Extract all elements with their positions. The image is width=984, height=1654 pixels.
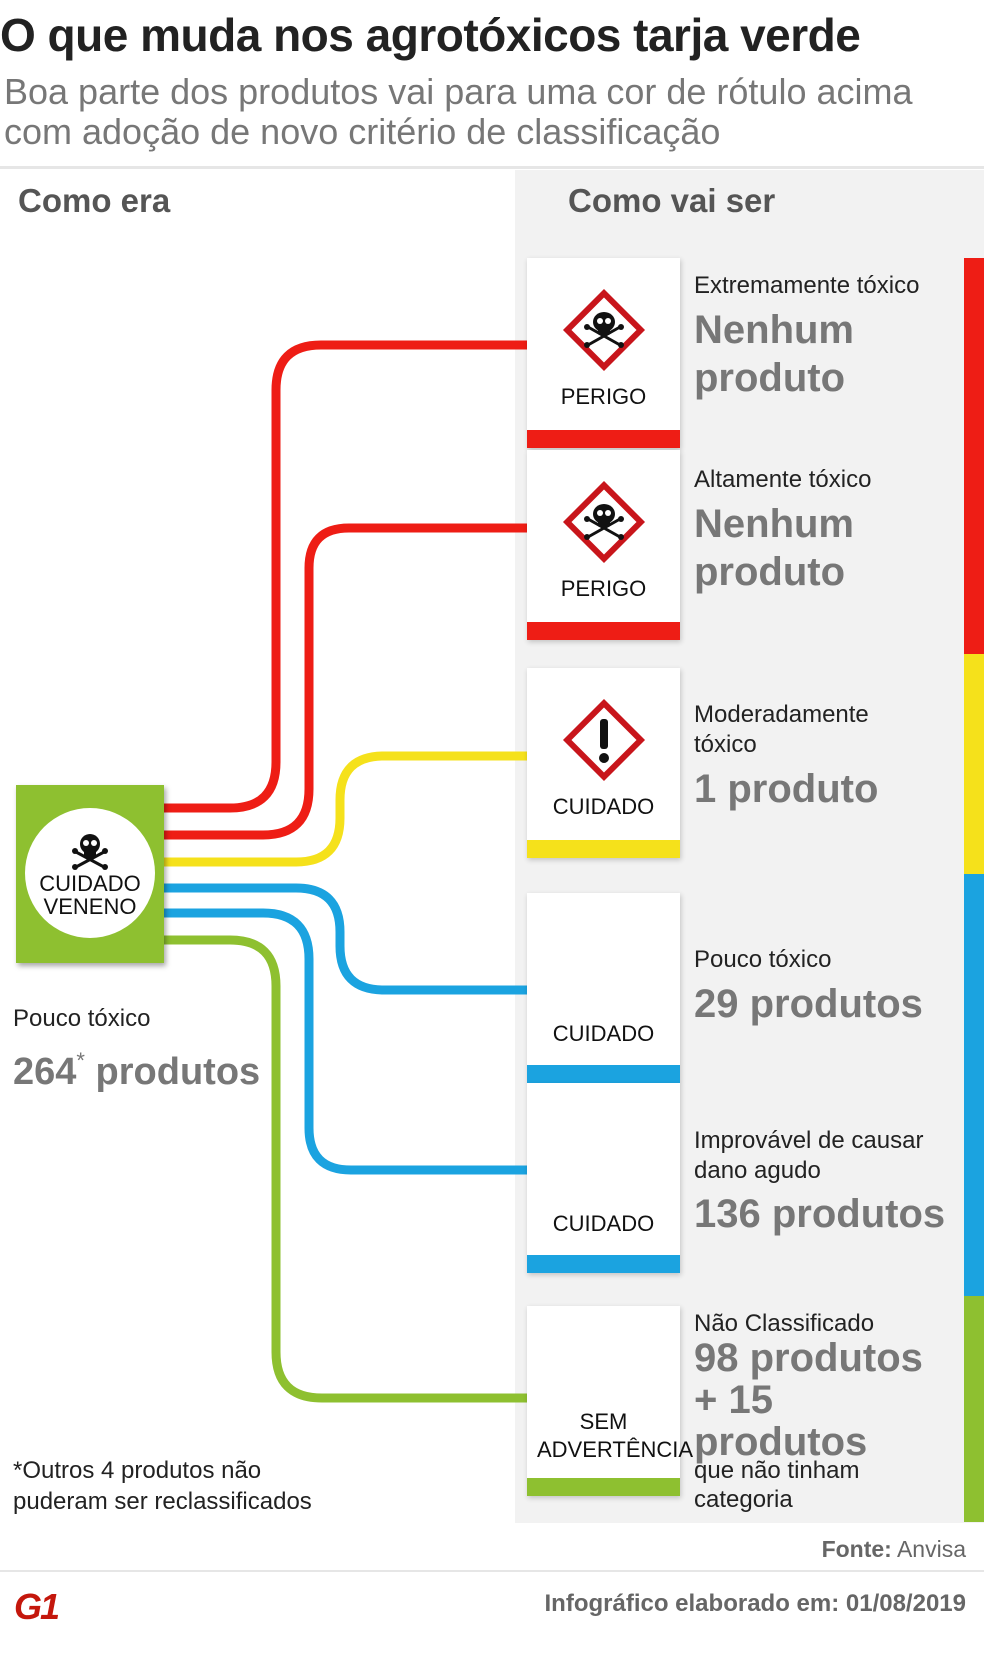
card-label: CUIDADO bbox=[552, 794, 655, 819]
card-label: SEM ADVERTÊNCIA bbox=[537, 1409, 694, 1462]
side-bar-yellow bbox=[964, 654, 984, 874]
old-label-line2: VENENO bbox=[43, 894, 137, 919]
color-bar-red bbox=[527, 622, 680, 640]
category-title: Altamente tóxico bbox=[694, 466, 872, 493]
credit-date: 01/08/2019 bbox=[845, 1590, 966, 1617]
old-count-asterisk: * bbox=[76, 1048, 85, 1073]
side-bar-red bbox=[964, 258, 984, 654]
credit-line: Infográfico elaborado em: 01/08/2019 bbox=[545, 1590, 967, 1618]
page-subtitle: Boa parte dos produtos vai para uma cor … bbox=[4, 71, 913, 152]
category-title: Improvável de causar dano agudo bbox=[694, 1127, 924, 1184]
color-bar-blue bbox=[527, 1255, 680, 1273]
bottom-divider bbox=[0, 1570, 984, 1572]
skull-diamond-icon bbox=[562, 480, 646, 564]
category-title: Não Classificado bbox=[694, 1310, 875, 1337]
source-line: Fonte: Anvisa bbox=[822, 1536, 966, 1563]
color-bar-blue bbox=[527, 1065, 680, 1083]
category-title: Moderadamente tóxico bbox=[694, 701, 869, 758]
card-not-classified: SEM ADVERTÊNCIA bbox=[527, 1306, 694, 1496]
card-label: PERIGO bbox=[560, 384, 647, 409]
old-count-number: 264 bbox=[13, 1051, 77, 1093]
card-label: PERIGO bbox=[560, 576, 647, 601]
side-bar-green bbox=[964, 1296, 984, 1522]
card-slightly-toxic: CUIDADO bbox=[527, 893, 680, 1083]
right-column-heading: Como vai ser bbox=[568, 182, 776, 219]
card-highly-toxic: PERIGO bbox=[527, 450, 680, 640]
credit-label: Infográfico elaborado em: bbox=[544, 1590, 840, 1617]
category-note: que não tinham categoria bbox=[694, 1457, 860, 1513]
left-column-heading: Como era bbox=[18, 182, 171, 219]
old-count-suffix: produtos bbox=[95, 1051, 261, 1093]
category-value: 98 produtos + 15 produtos bbox=[694, 1336, 923, 1464]
source-name: Anvisa bbox=[896, 1536, 966, 1562]
color-bar-red bbox=[527, 430, 680, 448]
category-title: Extremamente tóxico bbox=[694, 272, 920, 299]
card-extremely-toxic: PERIGO bbox=[527, 258, 680, 448]
top-divider bbox=[0, 166, 984, 169]
old-category: Pouco tóxico bbox=[13, 1005, 151, 1032]
old-label-circle: CUIDADO VENENO bbox=[25, 808, 155, 938]
category-value: 136 produtos bbox=[694, 1192, 946, 1236]
color-bar-yellow bbox=[527, 840, 680, 858]
connector-line-slightly-toxic bbox=[164, 883, 527, 995]
connector-line-not-classified bbox=[164, 935, 527, 1403]
skull-diamond-icon bbox=[562, 288, 646, 372]
footnote: *Outros 4 produtos não puderam ser recla… bbox=[13, 1457, 312, 1515]
category-value: 1 produto bbox=[694, 767, 879, 811]
connector-line-moderately-toxic bbox=[164, 751, 527, 867]
connector-line-extremely-toxic bbox=[164, 340, 527, 813]
skull-crossbones-icon bbox=[72, 834, 108, 870]
card-label: CUIDADO bbox=[552, 1021, 655, 1046]
color-bar-green bbox=[527, 1478, 680, 1496]
card-label: CUIDADO bbox=[552, 1211, 655, 1236]
g1-logo: G1 bbox=[14, 1586, 60, 1627]
source-label: Fonte: bbox=[821, 1536, 892, 1562]
connector-line-highly-toxic bbox=[164, 523, 527, 840]
connector-line-unlikely-harm bbox=[164, 908, 527, 1175]
category-value: Nenhum produto bbox=[694, 308, 854, 400]
side-bar-blue bbox=[964, 874, 984, 1296]
category-title: Pouco tóxico bbox=[694, 946, 832, 973]
category-value: 29 produtos bbox=[694, 982, 923, 1026]
old-label-green: CUIDADO VENENO bbox=[16, 785, 164, 963]
card-unlikely-harm: CUIDADO bbox=[527, 1083, 680, 1273]
page-title: O que muda nos agrotóxicos tarja verde bbox=[0, 9, 861, 61]
category-value: Nenhum produto bbox=[694, 502, 854, 594]
old-count: 264* produtos bbox=[13, 1048, 260, 1094]
card-moderately-toxic: CUIDADO bbox=[527, 668, 680, 858]
old-label-line1: CUIDADO bbox=[39, 871, 141, 896]
exclamation-diamond-icon bbox=[562, 698, 646, 782]
